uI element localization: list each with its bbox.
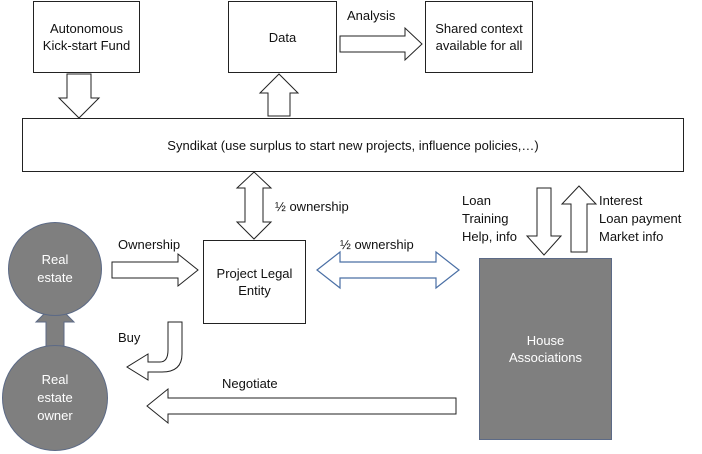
arrow-loan-down [525, 187, 563, 256]
arrow-negotiate [146, 387, 457, 425]
interest-payment-market-label: Interest Loan payment Market info [599, 193, 682, 244]
half-ownership-vertical-label: ½ ownership [275, 199, 349, 214]
shared-context-node: Shared context available for all [425, 1, 533, 73]
arrow-syndikat-to-data [258, 73, 300, 117]
arrow-fund-to-syndikat [57, 73, 101, 119]
arrow-syndikat-project-double [235, 171, 273, 240]
loan-training-help-label: Loan Training Help, info [462, 193, 517, 244]
kickstart-fund-node: Autonomous Kick-start Fund [33, 1, 140, 73]
house-associations-node: House Associations [479, 258, 612, 440]
arrow-project-house-double [316, 250, 460, 290]
arrow-data-to-shared [339, 26, 423, 62]
project-legal-entity-node: Project Legal Entity [203, 240, 306, 324]
arrow-interest-up [560, 185, 598, 253]
analysis-label: Analysis [347, 8, 396, 23]
real-estate-node: Real estate [8, 222, 102, 316]
data-node: Data [228, 1, 337, 73]
real-estate-owner-node: Real estate owner [2, 345, 108, 451]
ownership-label: Ownership [118, 237, 181, 252]
syndikat-node: Syndikat (use surplus to start new proje… [22, 118, 684, 172]
negotiate-label: Negotiate [222, 376, 278, 391]
arrow-realestate-to-project [111, 252, 199, 288]
arrow-buy [126, 321, 183, 381]
buy-label: Buy [118, 330, 141, 345]
half-ownership-horizontal-label: ½ ownership [340, 237, 414, 252]
